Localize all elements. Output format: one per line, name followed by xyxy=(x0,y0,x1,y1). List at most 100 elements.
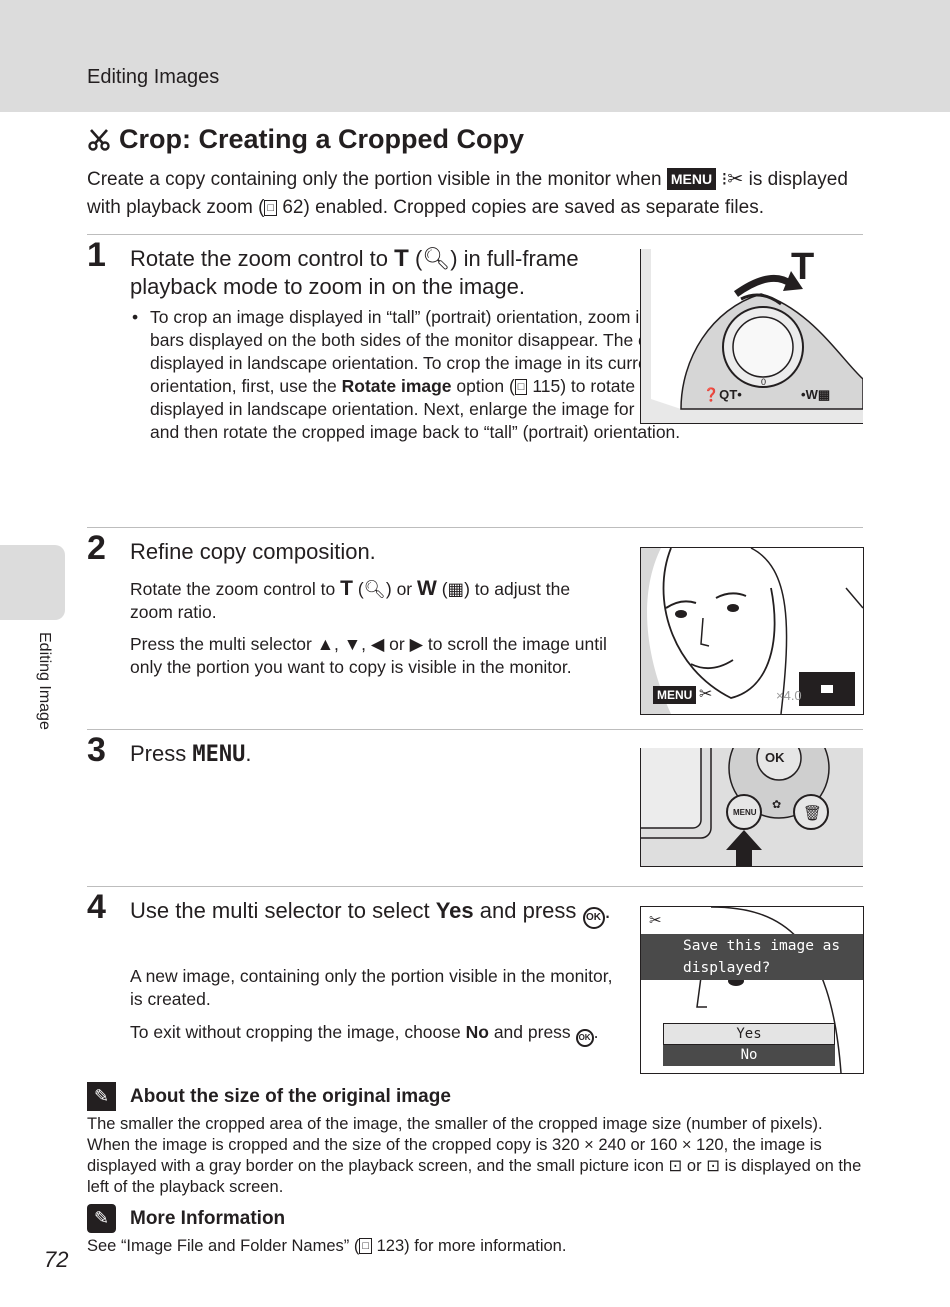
bullet-ref: 115 xyxy=(532,376,561,396)
small-picture-icon-a: ⊡ xyxy=(668,1157,683,1175)
side-tab xyxy=(0,545,65,620)
note-heading: ✎ More Information xyxy=(87,1204,285,1233)
note-body: See “Image File and Folder Names” (□ 123… xyxy=(87,1236,867,1257)
svg-text:•W▦: •W▦ xyxy=(801,387,830,402)
step2-p1-a: Rotate the zoom control to xyxy=(130,579,336,599)
step-number: 1 xyxy=(87,236,106,274)
step-heading: Use the multi selector to select Yes and… xyxy=(130,897,620,929)
step1-head-a: Rotate the zoom control to xyxy=(130,246,389,271)
option-no[interactable]: No xyxy=(663,1045,835,1066)
zoom-readout: ×4.0 xyxy=(776,688,802,703)
thumbnail-icon: ▦ xyxy=(447,579,465,599)
ok-button-label: OK xyxy=(765,750,785,765)
crop-icon: ✂ xyxy=(649,912,662,929)
page-ref-icon: □ xyxy=(514,379,528,395)
side-tab-label: Editing Image xyxy=(36,632,53,730)
menu-icon: MENU xyxy=(666,168,717,190)
step1-head-c: playback mode to zoom in on the image. xyxy=(130,274,526,299)
svg-text:🗑︎: 🗑︎ xyxy=(803,804,822,822)
step-number: 2 xyxy=(87,529,106,567)
note-body: The smaller the cropped area of the imag… xyxy=(87,1114,867,1198)
intro-paragraph: Create a copy containing only the portio… xyxy=(87,166,877,222)
step4-head-bold: Yes xyxy=(435,898,474,923)
zoom-control-figure: T ❓QT• •W▦ 0 xyxy=(640,249,863,424)
section-title: Editing Images xyxy=(87,66,220,88)
intro-ref: 62 xyxy=(282,197,304,218)
step4-p2-a: To exit without cropping the image, choo… xyxy=(130,1022,461,1042)
divider xyxy=(87,527,863,528)
list-item: To crop an image displayed in “tall” (po… xyxy=(130,306,845,444)
step1-bullets: To crop an image displayed in “tall” (po… xyxy=(130,306,845,444)
step2-p1-b: ) or xyxy=(385,579,413,599)
page-ref-icon: □ xyxy=(264,200,278,216)
note2-text-a: See “Image File and Folder Names” ( xyxy=(87,1237,360,1255)
tele-symbol: T xyxy=(394,245,409,272)
note1-text-c: is displayed on the left of the playback… xyxy=(87,1157,862,1196)
page-title: Crop: Creating a Cropped Copy xyxy=(87,124,524,155)
note1-text-b: or xyxy=(686,1157,702,1175)
page-title-text: Crop: Creating a Cropped Copy xyxy=(119,124,525,154)
svg-text:0: 0 xyxy=(761,377,766,387)
step-heading: Rotate the zoom control to T (🔍︎) in ful… xyxy=(130,245,579,299)
crop-icon: ✂ xyxy=(699,686,713,703)
step-number: 3 xyxy=(87,731,106,769)
tele-symbol: T xyxy=(340,577,353,600)
note2-ref: 123 xyxy=(376,1237,405,1255)
tele-label: T xyxy=(791,249,814,288)
crop-scissors-icon xyxy=(88,128,110,151)
step1-head-b: ) in full-frame xyxy=(450,246,579,271)
step4-paragraph-1: A new image, containing only the portion… xyxy=(130,966,613,1009)
step2-p1-c: ) to adjust the zoom ratio. xyxy=(130,579,571,622)
menu-word: MENU xyxy=(192,742,246,767)
header-band xyxy=(0,0,950,112)
menu-button-figure: OK ✿ MENU 🗑︎ xyxy=(640,748,863,867)
intro-text-b: is xyxy=(748,169,763,190)
ok-button-icon: OK xyxy=(582,907,605,929)
note-heading: ✎ About the size of the original image xyxy=(87,1082,451,1111)
step4-p2-b: and press xyxy=(493,1022,571,1042)
note2-text-b: ) for more information. xyxy=(404,1237,567,1255)
camera-back-illustration: OK ✿ MENU 🗑︎ xyxy=(641,748,863,866)
note-title: More Information xyxy=(130,1207,286,1229)
step3-head: Press xyxy=(130,741,187,766)
step-heading: Refine copy composition. xyxy=(130,539,376,564)
pencil-icon: ✎ xyxy=(87,1082,116,1111)
intro-text-a: Create a copy containing only the portio… xyxy=(87,169,662,190)
step-number: 4 xyxy=(87,888,106,926)
zoom-in-icon: 🔍︎ xyxy=(363,579,386,599)
step4-p2-bold: No xyxy=(465,1022,489,1042)
note1-text-a: The smaller the cropped area of the imag… xyxy=(87,1115,823,1175)
svg-text:❓QT•: ❓QT• xyxy=(703,387,742,402)
divider xyxy=(87,234,863,235)
step-heading: Press MENU. xyxy=(130,741,252,767)
crop-menu-icon: ⁝✂ xyxy=(721,169,744,190)
info-icon: ✎ xyxy=(87,1204,116,1233)
note-title: About the size of the original image xyxy=(130,1085,451,1107)
dialog-message: Save this image as displayed? xyxy=(641,934,863,980)
step2-paragraph-2: Press the multi selector ▲, ▼, ◀ or ▶ to… xyxy=(130,634,607,677)
step4-paragraph-2: To exit without cropping the image, choo… xyxy=(130,1021,615,1047)
divider xyxy=(87,729,863,730)
intro-text-c: displayed with playback zoom ( xyxy=(87,169,848,218)
zoom-label-right: W xyxy=(806,387,819,402)
page-number: 72 xyxy=(44,1247,69,1272)
intro-text-d: ) enabled. Cropped copies are saved as s… xyxy=(303,197,764,218)
camera-top-illustration: T ❓QT• •W▦ 0 xyxy=(641,249,863,423)
divider xyxy=(87,886,863,887)
step2-paragraph-1: Rotate the zoom control to T (🔍︎) or W (… xyxy=(130,577,571,622)
ok-button-icon: OK xyxy=(575,1028,594,1047)
menu-button-label: MENU xyxy=(733,808,757,817)
step4-head-a: Use the multi selector to select xyxy=(130,898,430,923)
small-picture-icon-b: ⊡ xyxy=(706,1157,721,1175)
menu-icon: MENU xyxy=(653,686,697,704)
wide-symbol: W xyxy=(417,577,437,600)
zoom-in-icon: 🔍︎ xyxy=(422,246,451,271)
zoom-label-left: T xyxy=(729,387,737,402)
bullet-text-b: option ( xyxy=(456,376,515,396)
bullet-bold: Rotate image xyxy=(341,376,452,396)
option-yes[interactable]: Yes xyxy=(663,1023,835,1045)
confirm-dialog-figure: ✂ Save this image as displayed? Yes No xyxy=(640,906,864,1074)
page-ref-icon: □ xyxy=(359,1238,373,1254)
svg-text:✿: ✿ xyxy=(772,798,781,811)
zoomed-face-figure: MENU ✂ ×4.0 xyxy=(640,547,864,715)
